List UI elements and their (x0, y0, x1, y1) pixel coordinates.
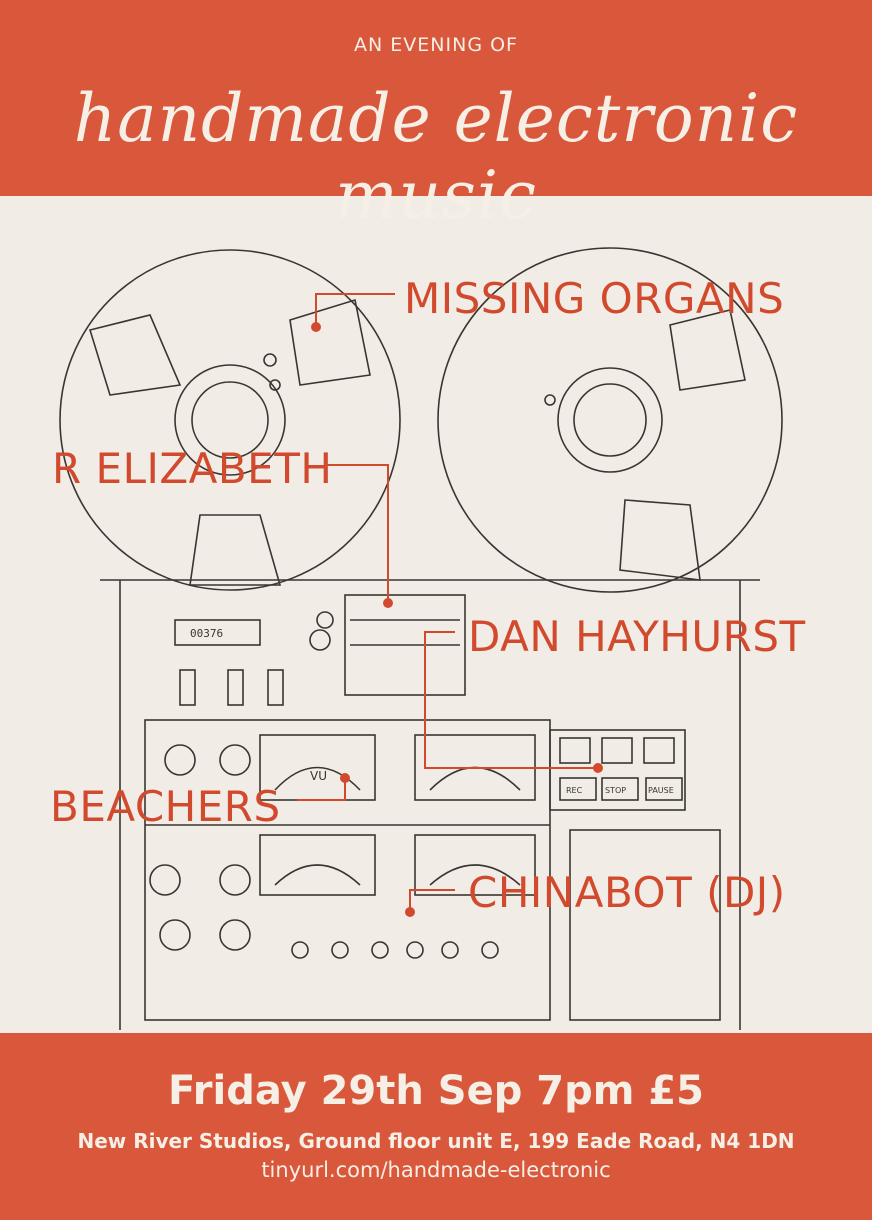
pause-label: PAUSE (648, 786, 674, 795)
tape-counter: 00376 (190, 627, 223, 640)
left-reel (59, 249, 401, 591)
vu-label: VU (310, 769, 327, 783)
event-datetime-price: Friday 29th Sep 7pm £5 (167, 1068, 704, 1114)
artist-r-elizabeth: R ELIZABETH (52, 444, 333, 493)
rec-label: REC (566, 786, 583, 795)
stop-label: STOP (605, 786, 626, 795)
event-url[interactable]: tinyurl.com/handmade-electronic (261, 1158, 611, 1182)
pre-title: AN EVENING OF (354, 34, 518, 56)
event-venue: New River Studios, Ground floor unit E, … (77, 1129, 795, 1153)
footer-band (0, 1033, 872, 1220)
fast-forward-button (601, 737, 633, 764)
artist-beachers: BEACHERS (50, 782, 281, 831)
play-button (643, 737, 675, 764)
artist-missing-organs: MISSING ORGANS (404, 274, 785, 323)
right-reel (437, 247, 783, 593)
header-band (0, 0, 872, 196)
artist-dan-hayhurst: DAN HAYHURST (468, 612, 806, 661)
event-title: handmade electronic music (73, 80, 799, 234)
rewind-button (559, 737, 591, 764)
artist-chinabot: CHINABOT (DJ) (468, 868, 786, 917)
